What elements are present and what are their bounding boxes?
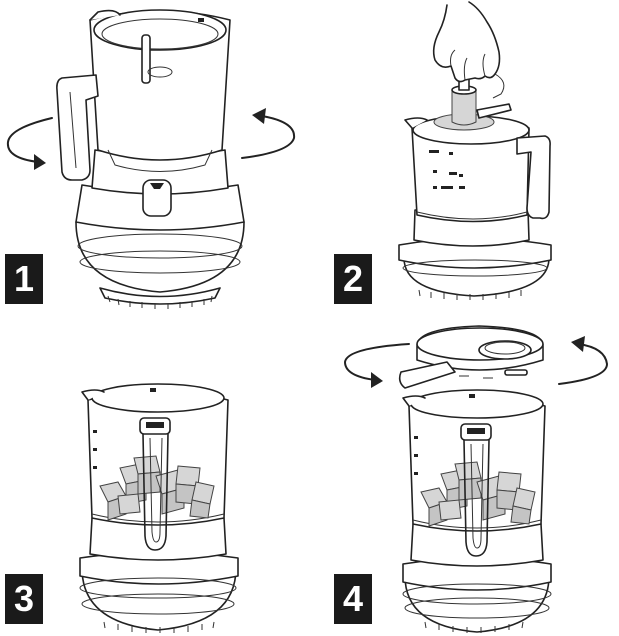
ice-cubes-icon	[420, 461, 536, 527]
step-number-badge: 2	[334, 254, 372, 304]
lid-icon	[398, 325, 544, 389]
step-2-panel: 2	[309, 0, 618, 318]
step-3-illustration	[79, 383, 239, 633]
jug-handle	[139, 417, 171, 551]
step-2-illustration	[398, 1, 552, 300]
step-3-panel: 3	[0, 318, 309, 636]
rotate-arrow-left-icon	[343, 343, 410, 388]
blender-base	[79, 517, 239, 633]
blender-base	[402, 523, 552, 633]
ice-cubes-icon	[99, 455, 215, 521]
step-1-illustration	[6, 9, 296, 309]
step-number-badge: 4	[334, 574, 372, 624]
step-4-panel: 4	[309, 318, 618, 636]
blender-base	[75, 149, 245, 309]
rotate-arrow-left-icon	[6, 117, 53, 170]
hand-icon	[432, 1, 505, 99]
rotate-arrow-right-icon	[241, 108, 296, 159]
blender-jug	[56, 9, 231, 181]
blender-jug	[404, 115, 551, 223]
step-number-badge: 3	[5, 574, 43, 624]
step-4-illustration	[343, 325, 609, 633]
jug-handle	[460, 423, 492, 557]
step-number-badge: 1	[5, 254, 43, 304]
rotate-arrow-right-icon	[558, 336, 609, 385]
step-1-panel: 1	[0, 0, 309, 318]
blender-base	[398, 209, 552, 300]
